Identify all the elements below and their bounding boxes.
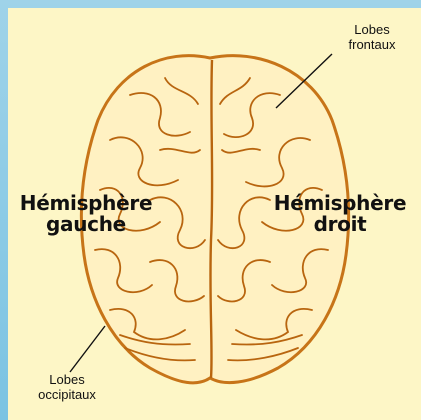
frontal-lobes-label: Lobes frontaux bbox=[336, 22, 408, 52]
right-hemisphere-label-line1: Hémisphère bbox=[262, 193, 418, 214]
longitudinal-fissure bbox=[210, 60, 212, 378]
occipital-lobes-label-line2: occipitaux bbox=[30, 387, 104, 402]
occipital-pointer bbox=[70, 326, 105, 372]
frontal-lobes-label-line2: frontaux bbox=[336, 37, 408, 52]
left-hemisphere-label: Hémisphère gauche bbox=[10, 193, 162, 235]
left-hemisphere-label-line2: gauche bbox=[10, 214, 162, 235]
occipital-lobes-label: Lobes occipitaux bbox=[30, 372, 104, 402]
left-hemisphere-label-line1: Hémisphère bbox=[10, 193, 162, 214]
occipital-lobes-label-line1: Lobes bbox=[30, 372, 104, 387]
right-hemisphere-label: Hémisphère droit bbox=[262, 193, 418, 235]
right-hemisphere-label-line2: droit bbox=[262, 214, 418, 235]
frontal-lobes-label-line1: Lobes bbox=[336, 22, 408, 37]
